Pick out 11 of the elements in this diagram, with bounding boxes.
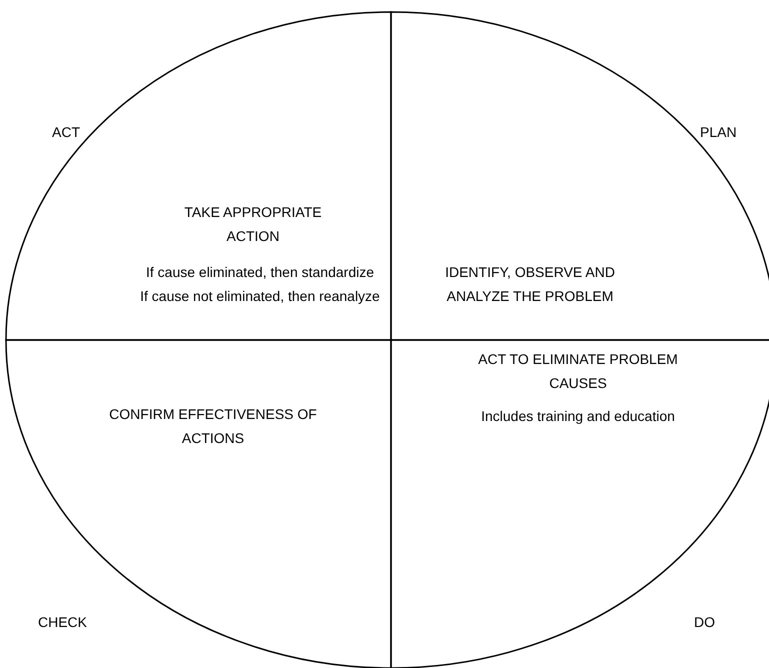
- quadrant-heading: ACT TO ELIMINATE PROBLEM CAUSES: [478, 350, 678, 393]
- phase-label: DO: [694, 613, 715, 632]
- quadrant-note: If cause eliminated, then standardize: [144, 263, 376, 282]
- phase-label: CHECK: [38, 613, 88, 632]
- quadrant-heading: TAKE APPROPRIATE ACTION: [183, 203, 323, 246]
- quadrant-note: If cause not eliminated, then reanalyze: [139, 287, 381, 306]
- phase-label: PLAN: [700, 123, 737, 142]
- quadrant-heading: IDENTIFY, OBSERVE AND ANALYZE THE PROBLEM: [444, 263, 616, 306]
- quadrant-heading: CONFIRM EFFECTIVENESS OF ACTIONS: [108, 405, 318, 448]
- quadrant-note: Includes training and education: [480, 407, 676, 426]
- phase-label: ACT: [52, 123, 80, 142]
